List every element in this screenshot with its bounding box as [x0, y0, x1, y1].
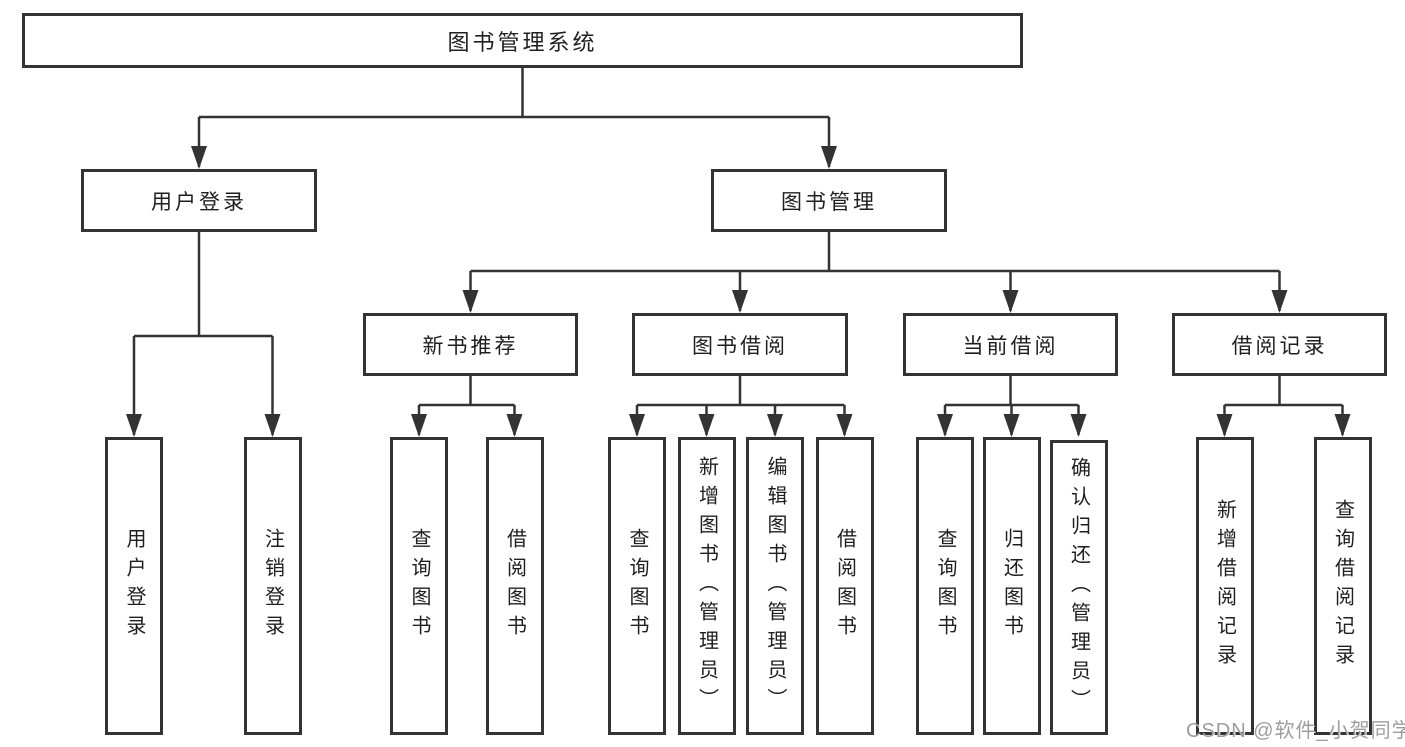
node-user-login: 用户登录 — [81, 169, 317, 232]
leaf-logout-login: 注销登录 — [243, 437, 302, 735]
leaf-borrow-books-recommend: 借阅图书 — [485, 437, 544, 735]
connector-user-login-to-leaves — [132, 232, 274, 435]
arrowhead — [821, 146, 837, 169]
arrowhead — [1216, 414, 1233, 437]
arrowhead — [629, 414, 645, 437]
arrowhead — [1334, 414, 1351, 437]
connector-root-to-level1 — [197, 68, 831, 167]
arrowhead — [937, 414, 953, 437]
arrowhead — [411, 414, 427, 437]
node-book-management: 图书管理 — [711, 169, 947, 232]
arrowhead — [1002, 290, 1019, 313]
arrowhead — [126, 414, 142, 437]
leaf-query-books-recommend: 查询图书 — [390, 437, 448, 735]
leaf-borrow-books: 借阅图书 — [815, 437, 874, 735]
leaf-return-books: 归还图书 — [982, 437, 1041, 735]
leaf-query-books-borrow: 查询图书 — [608, 437, 666, 735]
arrowhead — [1070, 414, 1087, 437]
arrowhead — [191, 146, 207, 169]
connector-new-book-recommend-to-leaves — [417, 376, 516, 435]
arrowhead — [1003, 414, 1020, 437]
leaf-user-login: 用户登录 — [105, 437, 163, 735]
leaf-query-borrow-record: 查询借阅记录 — [1313, 437, 1372, 735]
node-current-borrow: 当前借阅 — [903, 313, 1118, 376]
csdn-watermark: CSDN @软件_小贺同学 — [1186, 720, 1405, 742]
arrowhead — [264, 414, 281, 437]
connector-borrow-record-to-leaves — [1223, 376, 1344, 435]
node-new-book-recommend: 新书推荐 — [363, 313, 578, 376]
leaf-confirm-return-admin: 确认归还（管理员） — [1049, 440, 1108, 735]
node-library-management-system: 图书管理系统 — [22, 13, 1023, 68]
leaf-add-borrow-record: 新增借阅记录 — [1195, 437, 1254, 735]
arrowhead — [767, 414, 783, 437]
arrowhead — [698, 414, 715, 437]
arrowhead — [836, 414, 853, 437]
arrowhead — [732, 290, 748, 313]
connector-book-management-to-level2 — [469, 232, 1281, 311]
node-book-borrow: 图书借阅 — [632, 313, 848, 376]
leaf-query-books-current: 查询图书 — [916, 437, 974, 735]
connector-book-borrow-to-leaves — [635, 376, 846, 435]
node-borrow-record: 借阅记录 — [1172, 313, 1387, 376]
arrowhead — [462, 290, 479, 313]
arrowhead — [1271, 290, 1288, 313]
leaf-edit-books-admin: 编辑图书（管理员） — [746, 437, 804, 735]
leaf-add-books-admin: 新增图书（管理员） — [677, 437, 736, 735]
arrowhead — [506, 414, 523, 437]
